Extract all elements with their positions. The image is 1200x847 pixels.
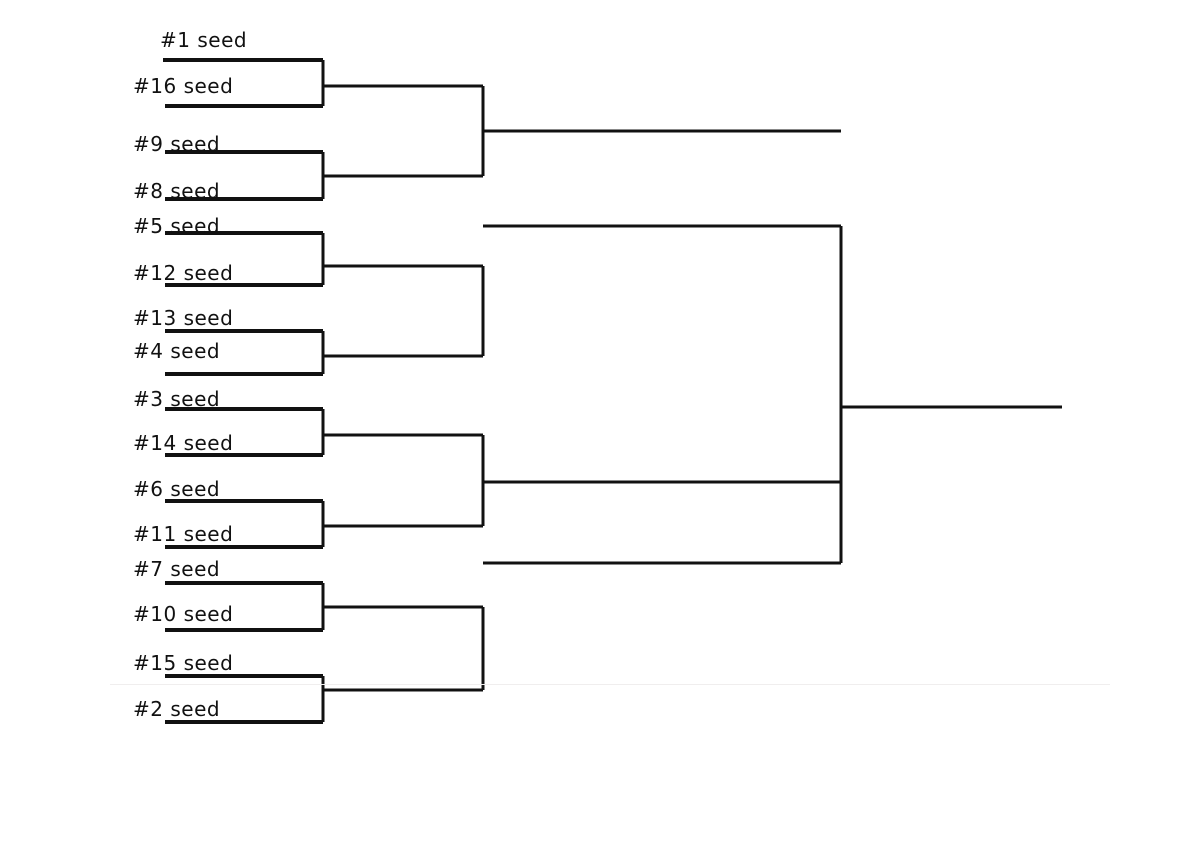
seed-label-seed-3: #3 seed	[133, 387, 221, 411]
seed-label-seed-7: #7 seed	[133, 557, 221, 581]
seed-label-seed-12: #12 seed	[133, 261, 234, 285]
seed-label-seed-15: #15 seed	[133, 651, 234, 675]
seed-label-seed-13: #13 seed	[133, 306, 234, 330]
round3-connectors	[481, 86, 841, 690]
seed-label-seed-5: #5 seed	[133, 214, 221, 238]
seed-label-seed-9: #9 seed	[133, 132, 221, 156]
seed-label-seed-2: #2 seed	[133, 697, 221, 721]
seed-label-seed-1: #1 seed	[160, 28, 248, 52]
faint-rule-1	[110, 684, 1110, 685]
round2-connectors	[321, 60, 483, 722]
seed-label-seed-16: #16 seed	[133, 74, 234, 98]
seed-label-seed-8: #8 seed	[133, 179, 221, 203]
round1-seed-lines	[163, 58, 323, 724]
seed-label-seed-10: #10 seed	[133, 602, 234, 626]
seed-label-seed-14: #14 seed	[133, 431, 234, 455]
seed-label-seed-11: #11 seed	[133, 522, 234, 546]
championship-connector	[839, 226, 1062, 563]
seed-label-seed-6: #6 seed	[133, 477, 221, 501]
seed-label-seed-4: #4 seed	[133, 339, 221, 363]
